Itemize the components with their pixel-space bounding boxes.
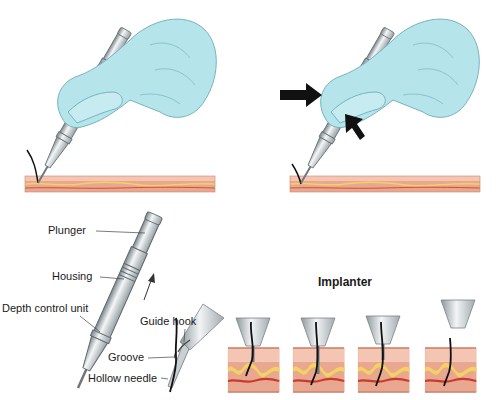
- part-label: Groove: [108, 351, 144, 364]
- implant-sequence: [441, 300, 475, 328]
- implanter-detail: [168, 343, 189, 388]
- direction-arrow: [148, 273, 155, 283]
- leader-line: [100, 277, 124, 279]
- part-label: Depth control unit: [2, 302, 88, 315]
- part-label: Plunger: [48, 224, 86, 237]
- insertion-view-2: [280, 19, 480, 192]
- leader-line: [161, 378, 168, 379]
- implant-sequence: [311, 322, 318, 385]
- part-label: Hollow needle: [88, 372, 157, 385]
- insertion-view-1: [25, 19, 216, 192]
- hair: [292, 164, 301, 184]
- leader-line: [184, 329, 185, 342]
- labelled-pen: [69, 211, 164, 392]
- push-arrow: [280, 83, 322, 107]
- implant-sequence: [376, 322, 383, 386]
- leader-line: [80, 316, 100, 332]
- insertion-view-2: [290, 176, 480, 192]
- push-arrow: [345, 114, 365, 140]
- insertion-view-1: [25, 176, 215, 192]
- insertion-view-2: [321, 19, 480, 127]
- implant-sequence: [228, 300, 476, 392]
- implant-sequence: [246, 322, 253, 376]
- leader-line: [148, 357, 173, 358]
- labelled-pen: [69, 211, 164, 392]
- heading: Implanter: [318, 276, 372, 289]
- insertion-view-1: [58, 19, 217, 127]
- implant-sequence: [444, 338, 451, 386]
- implant-sequence: [301, 318, 335, 346]
- hair: [27, 150, 38, 183]
- part-label: Housing: [52, 270, 92, 283]
- leader-line: [96, 231, 145, 233]
- hair: [170, 318, 177, 392]
- part-label: Guide hook: [140, 315, 196, 328]
